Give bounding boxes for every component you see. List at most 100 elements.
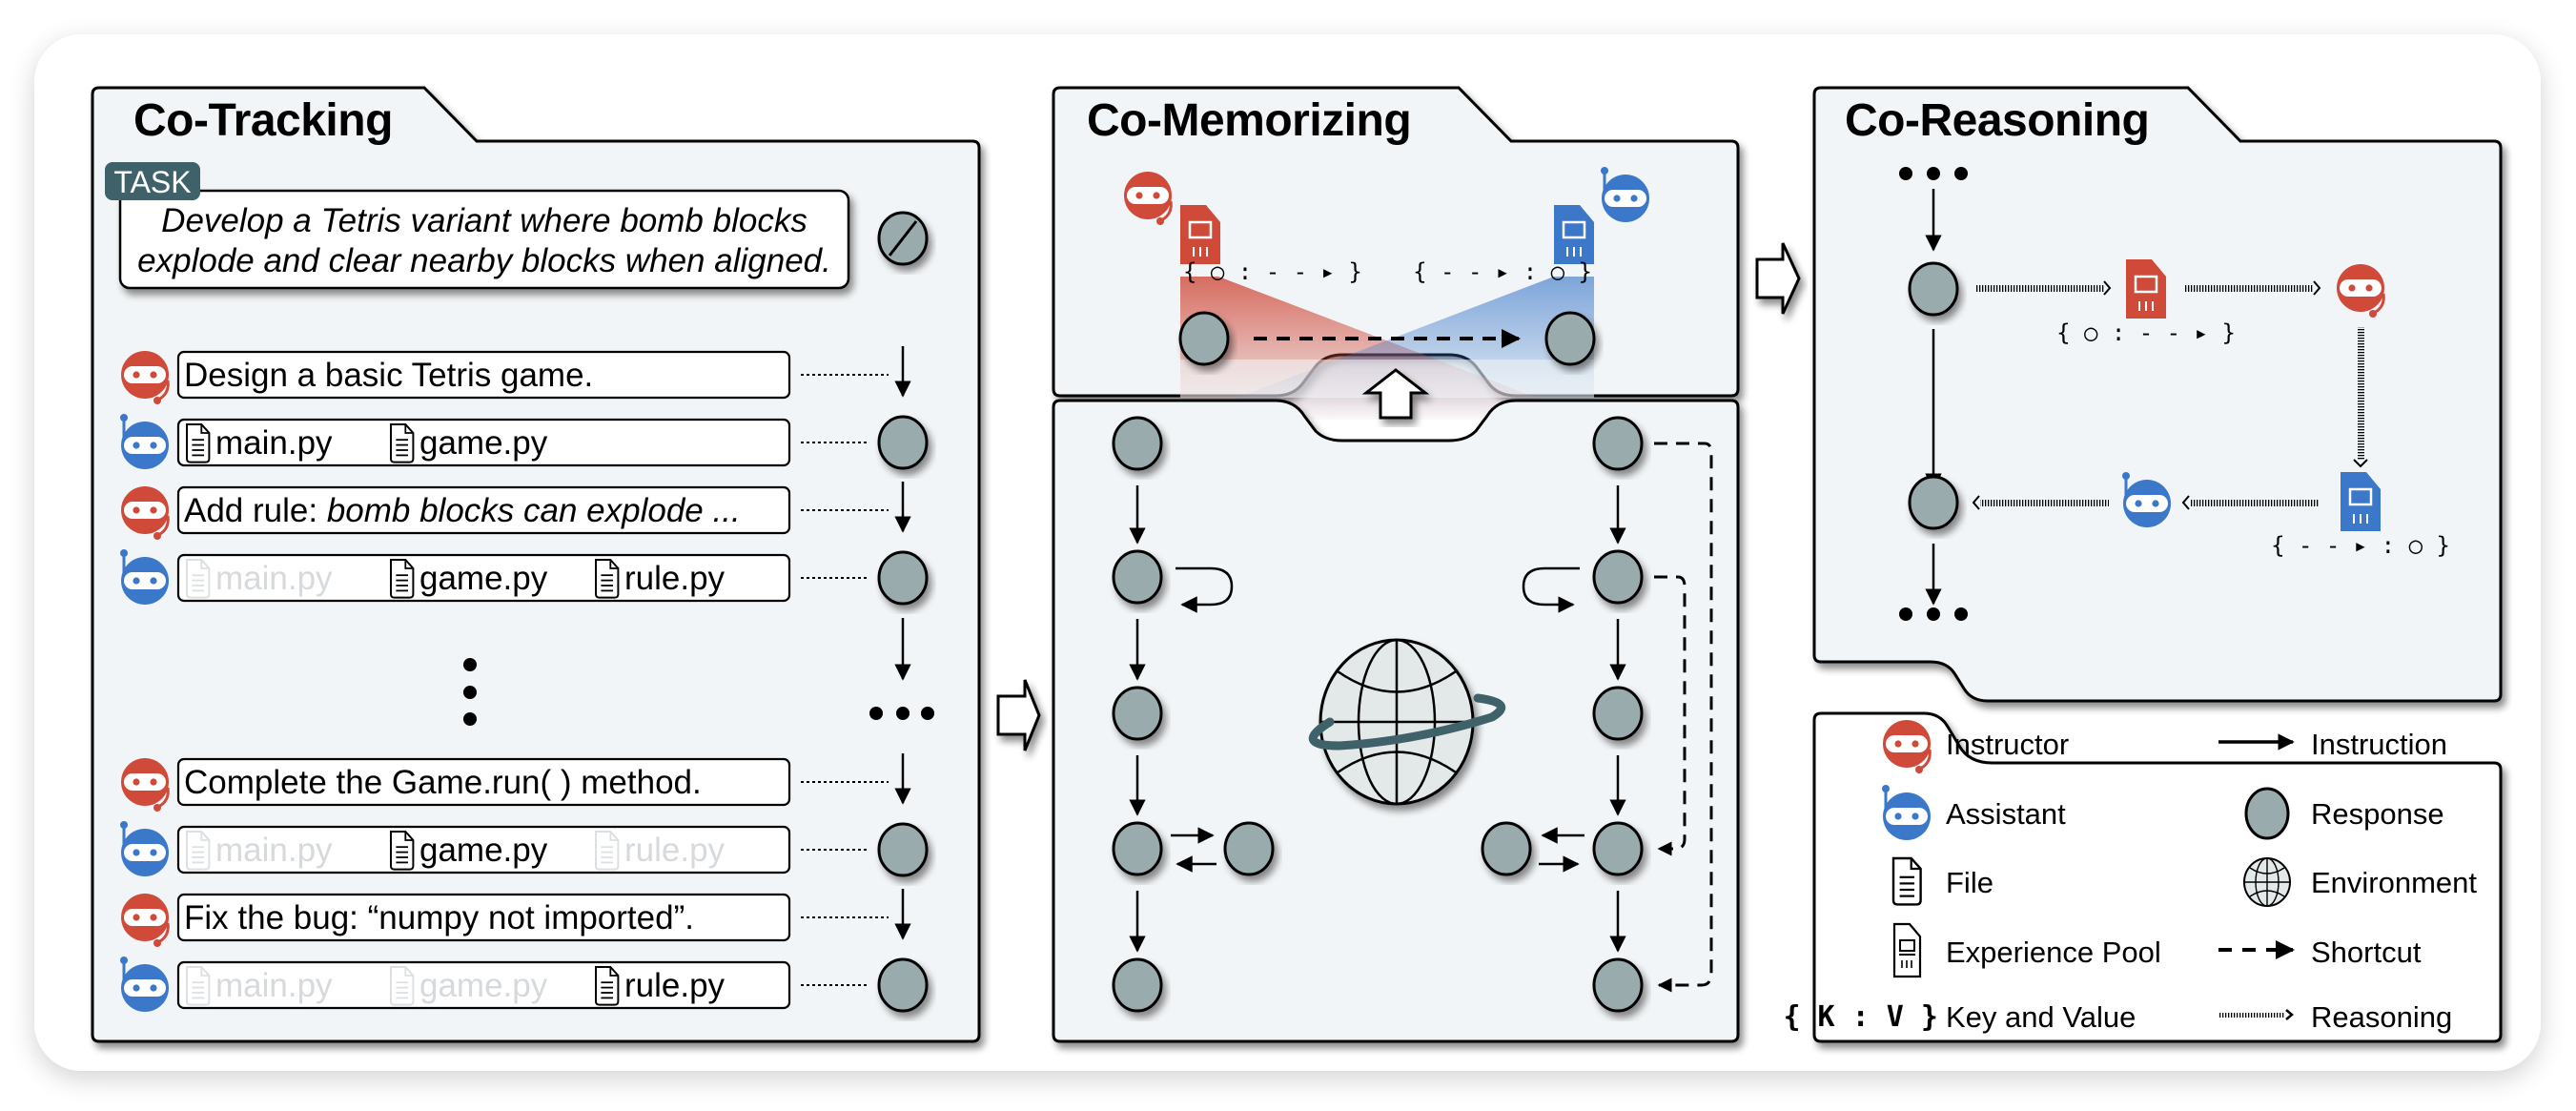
environment-globe-icon: [1308, 638, 1506, 806]
message-box: [176, 825, 791, 874]
self-loop-arrow: [1522, 566, 1580, 613]
response-node: [877, 822, 929, 877]
message-box: [176, 485, 791, 535]
file-icon: [595, 559, 620, 599]
response-node-icon: [2244, 787, 2290, 840]
file-icon: [390, 831, 415, 871]
task-line-2: explode and clear nearby blocks when ali…: [137, 242, 831, 279]
response-node: [877, 550, 929, 606]
flow-arrow-icon: [1755, 242, 1801, 315]
reasoning-arrow: [1980, 500, 2109, 506]
message-box: [176, 553, 791, 603]
up-arrow-icon: [1361, 368, 1430, 420]
environment-globe-icon: [2243, 857, 2291, 907]
legend-label: Instructor: [1946, 728, 2069, 761]
instruction-text: Add rule: bomb blocks can explode ...: [184, 492, 741, 529]
conversation-row-instructor: Add rule: bomb blocks can explode ...: [119, 482, 911, 542]
file-icon: [595, 966, 620, 1006]
conversation-row-assistant: main.py game.py rule.py: [118, 955, 929, 1014]
response-node: [877, 957, 929, 1013]
instruction-text: Fix the bug: “numpy not imported”.: [184, 899, 694, 936]
legend-label: Environment: [2311, 866, 2477, 899]
co-tracking-panel: Co-Tracking TASK Develop a Tetris varian…: [91, 86, 981, 1043]
legend-label: Key and Value: [1946, 1000, 2136, 1034]
file-name: main.py: [215, 967, 333, 1004]
response-node: [1481, 821, 1532, 876]
legend-label: Instruction: [2311, 728, 2447, 761]
response-node: [1112, 686, 1163, 741]
reasoning-arrow: [2358, 327, 2364, 461]
message-box: [176, 418, 791, 467]
file-name: game.py: [419, 967, 548, 1004]
file-name: rule.py: [624, 967, 726, 1004]
response-node: [1178, 311, 1230, 366]
file-icon: [1891, 856, 1922, 906]
experience-pool-icon: [1892, 922, 1922, 978]
response-node: [1592, 686, 1644, 741]
instruction-text: Complete the Game.run( ) method.: [184, 764, 702, 801]
response-node: [1544, 311, 1596, 366]
legend-label: Assistant: [1946, 797, 2066, 831]
co-memorizing-title: Co-Memorizing: [1087, 95, 1411, 146]
file-icon: [390, 966, 415, 1006]
ellipsis-top-icon: [1899, 167, 1968, 180]
svg-text:{ K : V }: { K : V }: [1783, 1000, 1938, 1034]
file-name: main.py: [215, 424, 333, 462]
message-box: [176, 893, 791, 942]
file-name: game.py: [419, 424, 548, 462]
file-name: main.py: [215, 832, 333, 869]
conversation-row-instructor: Fix the bug: “numpy not imported”.: [119, 889, 911, 949]
horizontal-ellipsis-icon: [869, 707, 934, 720]
file-icon: [186, 423, 211, 463]
legend-label: Experience Pool: [1946, 936, 2161, 969]
file-icon: [186, 966, 211, 1006]
instruction-text: Design a basic Tetris game.: [184, 357, 593, 394]
shortcut-arrow: [1654, 442, 1713, 993]
file-icon: [390, 559, 415, 599]
instructor-key-value-label: { ○ : - - ▸ }: [2056, 319, 2236, 346]
reasoning-arrow: [1975, 285, 2104, 292]
file-icon: [595, 831, 620, 871]
response-node: [1112, 416, 1163, 471]
task-badge: [105, 162, 200, 200]
response-node: [1112, 957, 1163, 1013]
legend-label: Shortcut: [2311, 936, 2422, 969]
shortcut-arrow: [1654, 575, 1687, 856]
legend-label: Response: [2311, 797, 2444, 831]
legend-label: Reasoning: [2311, 1000, 2452, 1034]
file-name: rule.py: [624, 560, 726, 597]
initial-empty-node-icon: [877, 211, 929, 266]
conversation-row-assistant: main.py game.py: [118, 412, 929, 471]
task-line-1: Develop a Tetris variant where bomb bloc…: [161, 202, 808, 239]
file-icon: [390, 423, 415, 463]
co-memorizing-panel: Co-Memorizing { ○ : - - ▸ } { - - ▸ : ○ …: [1052, 86, 1740, 1043]
co-tracking-title: Co-Tracking: [133, 95, 393, 146]
message-box: [176, 960, 791, 1010]
file-name: rule.py: [624, 832, 726, 869]
response-node: [1112, 821, 1163, 876]
self-loop-arrow: [1176, 566, 1234, 613]
message-box: [176, 350, 791, 400]
co-reasoning-panel: Co-Reasoning { ○ : - - ▸ } { - - ▸ : ○ }: [1812, 86, 2503, 703]
response-node: [877, 415, 929, 470]
response-node: [1592, 957, 1644, 1013]
file-icon: [186, 559, 211, 599]
task-badge-label: TASK: [113, 165, 191, 199]
assistant-key-value-label: { - - ▸ : ○ }: [2271, 532, 2450, 559]
assistant-key-value-label: { - - ▸ : ○ }: [1413, 258, 1592, 285]
key-value-icon: { K : V }: [1783, 1000, 1938, 1034]
file-icon: [186, 831, 211, 871]
file-name: main.py: [215, 560, 333, 597]
co-reasoning-title: Co-Reasoning: [1845, 95, 2149, 146]
response-node: [1908, 475, 1959, 530]
reasoning-arrow: [2190, 500, 2319, 506]
vertical-ellipsis-icon: [463, 658, 477, 726]
response-node: [1592, 549, 1644, 605]
reasoning-arrow-icon: [2218, 1009, 2294, 1020]
reasoning-arrow: [2185, 285, 2314, 292]
